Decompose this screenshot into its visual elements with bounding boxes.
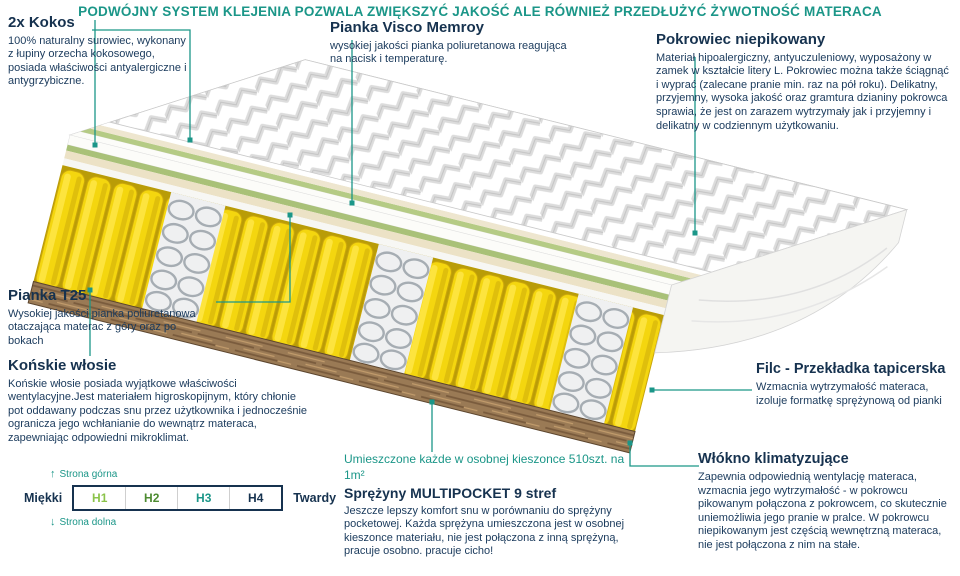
callout-visco: Pianka Visco Memroy wysokiej jakości pia…: [330, 19, 578, 67]
callout-kokos: 2x Kokos 100% naturalny surowiec, wykona…: [8, 14, 188, 89]
firmness-cell-h4: H4: [248, 491, 264, 505]
scale-left-label: Miękki: [24, 491, 63, 505]
callout-sprezyny-highlight: Umieszczone każde w osobnej kieszonce 51…: [344, 452, 625, 482]
callout-konskie-wlosie-text: Końskie włosie posiada wyjątkowe właściw…: [8, 377, 308, 445]
t25-annotation-line: [216, 215, 291, 303]
scale-top-label: Strona górna: [59, 469, 118, 480]
horsehair-band: [90, 125, 703, 279]
down-arrow-icon: ↓: [50, 516, 56, 528]
callout-filc-title: Filc - Przekładka tapicerska: [756, 361, 946, 377]
scale-right-label: Twardy: [293, 491, 337, 505]
callout-pokrowiec-title: Pokrowiec niepikowany: [656, 31, 826, 48]
callout-konskie-wlosie: Końskie włosie Końskie włosie posiada wy…: [8, 357, 313, 446]
felt-layer: [62, 158, 666, 316]
coco-layer: [66, 144, 670, 301]
callout-kokos-title: 2x Kokos: [8, 14, 75, 31]
callout-visco-title: Pianka Visco Memroy: [330, 19, 484, 36]
callout-filc: Filc - Przekładka tapicerska Wzmacnia wy…: [756, 361, 954, 408]
mattress-front-face: [27, 134, 672, 454]
callout-pokrowiec: Pokrowiec niepikowany Materiał hipoalerg…: [656, 31, 952, 133]
green-coco-band: [80, 128, 692, 282]
callout-sprezyny: Umieszczone każde w osobnej kieszonce 51…: [344, 452, 644, 559]
mattress-end-cap: [654, 209, 908, 354]
horsehair-layer: [64, 150, 668, 309]
mattress-top-face: [68, 59, 909, 286]
annotation-endpoints: [87, 137, 698, 446]
wlokno-annotation-line: [629, 443, 699, 467]
exposed-coil-springs: [142, 192, 634, 424]
mattress-3d-group: [27, 59, 909, 454]
callout-sprezyny-text: Jeszcze lepszy komfort snu w porównaniu …: [344, 504, 625, 558]
firmness-cell-h2: H2: [126, 487, 179, 509]
firmness-levels-box: H1 H2 H3 H4: [72, 485, 284, 511]
scale-bottom-note: ↓Strona dolna: [50, 516, 354, 528]
firmness-cell-h1: H1: [74, 487, 127, 509]
callout-konskie-wlosie-title: Końskie włosie: [8, 357, 117, 374]
scale-top-note: ↑Strona górna: [50, 468, 354, 480]
callout-visco-text: wysokiej jakości pianka poliuretanowa re…: [330, 39, 567, 66]
firmness-cell-h3: H3: [178, 487, 231, 509]
top-banner: PODWÓJNY SYSTEM KLEJENIA POZWALA ZWIĘKSZ…: [78, 4, 882, 19]
callout-wlokno-title: Włókno klimatyzujące: [698, 451, 849, 467]
callout-filc-text: Wzmacnia wytrzymałość materaca, izoluje …: [756, 380, 942, 407]
callout-pokrowiec-text: Materiał hipoalergiczny, antyuczuleniowy…: [656, 51, 949, 132]
callout-wlokno-text: Zapewnia odpowiednią wentylację materaca…: [698, 470, 947, 552]
scale-bottom-label: Strona dolna: [59, 517, 117, 528]
foam-band-2: [100, 122, 712, 276]
callout-pianka-t25-text: Wysokiej jakości pianka poliuretanowa ot…: [8, 307, 196, 347]
scale-row: Miękki H1 H2 H3 H4 Twardy: [24, 485, 354, 511]
callout-kokos-text: 100% naturalny surowiec, wykonany z łupi…: [8, 34, 187, 88]
annotation-lines: [89, 20, 752, 467]
callout-pianka-t25-title: Pianka T25: [8, 287, 87, 304]
kokos-annotation-line: [92, 29, 191, 140]
callout-sprezyny-title: Sprężyny MULTIPOCKET 9 stref: [344, 485, 557, 502]
firmness-scale: ↑Strona górna Miękki H1 H2 H3 H4 Twardy …: [24, 468, 354, 528]
up-arrow-icon: ↑: [50, 468, 56, 480]
callout-pianka-t25: Pianka T25 Wysokiej jakości pianka poliu…: [8, 287, 213, 348]
callout-wlokno: Włókno klimatyzujące Zapewnia odpowiedni…: [698, 451, 956, 553]
